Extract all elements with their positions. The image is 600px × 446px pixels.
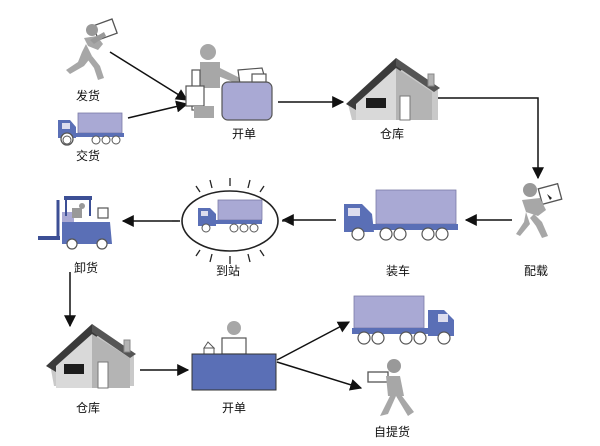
- arrow-order-to-truck: [276, 321, 351, 361]
- label-pickup: 自提货: [374, 424, 410, 439]
- flow-arrows: [64, 51, 544, 391]
- label-unload: 卸货: [74, 260, 98, 275]
- arrow-warehouse-to-distribute: [436, 97, 544, 180]
- arrow-ship-to-order: [109, 51, 189, 101]
- arrival-badge-icon: [172, 178, 288, 264]
- forklift-icon: [38, 196, 112, 250]
- label-distribute: 配载: [524, 264, 548, 278]
- loader-person-icon: [516, 182, 563, 238]
- label-deliver: 交货: [76, 148, 100, 163]
- clerk-desk-icon: [185, 44, 273, 121]
- label-load: 装车: [386, 263, 410, 278]
- label-order-bottom: 开单: [222, 401, 246, 415]
- warehouse-icon: [346, 58, 440, 121]
- label-arrive: 到站: [216, 264, 240, 278]
- counter-clerk-icon: [191, 321, 277, 391]
- outbound-truck-icon: [352, 295, 454, 345]
- delivery-truck-icon: [58, 112, 124, 146]
- label-warehouse-bottom: 仓库: [76, 400, 100, 415]
- pickup-person-icon: [367, 359, 414, 416]
- warehouse-icon-bottom: [46, 324, 136, 389]
- large-truck-icon: [344, 189, 458, 241]
- running-person-icon: [66, 18, 118, 80]
- label-warehouse-top: 仓库: [380, 126, 404, 141]
- arrow-order-to-pickup: [276, 361, 363, 391]
- label-order-top: 开单: [232, 127, 256, 141]
- arrow-deliver-to-order: [127, 100, 189, 119]
- label-ship: 发货: [76, 88, 100, 103]
